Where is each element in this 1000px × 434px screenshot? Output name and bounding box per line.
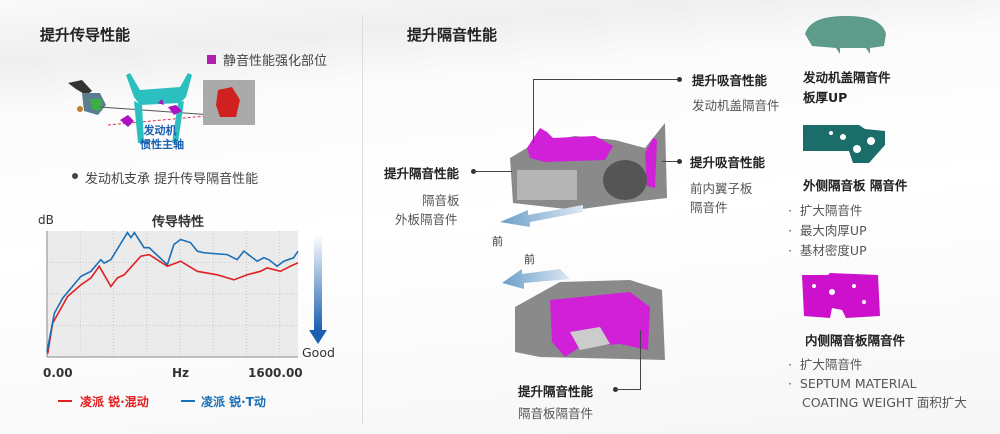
callout-line-fender [662,161,678,162]
chart-plot [46,231,327,358]
front-direction-arrow-2 [502,269,570,289]
section-title-transmission: 提升传导性能 [40,26,131,44]
legend-marker-label: 静音性能强化部位 [223,54,328,69]
callout-front-title: 提升隔音性能 [384,166,460,181]
series-line-0 [46,253,299,354]
callout-fender-sub1: 前内翼子板 [690,181,753,196]
engine-axis-label-line1: 发动机 [143,124,177,137]
chart-title: 传导特性 [152,215,205,230]
part2-bullet-3: · 基材密度UP [788,243,867,258]
part3-bullet-1: · 扩大隔音件 [788,357,863,372]
front-label-2: 前 [524,253,535,266]
callout-hood-sub: 发动机盖隔音件 [692,98,780,113]
callout-line-dash-h [616,389,640,390]
part2-bullet-3-text: 基材密度UP [799,243,867,258]
front-label-1: 前 [492,235,503,248]
callout-front-sub2: 外板隔音件 [395,212,458,227]
outer-dash-insulator-image [803,125,885,163]
good-label: Good [302,345,335,360]
callout-dash-title: 提升隔音性能 [518,384,594,399]
plot-area [47,231,298,357]
legend-line-turbo [181,400,195,402]
chart-ylabel: dB [38,213,54,227]
callout-dot-hood [677,77,682,82]
legend-label-turbo: 凌派 锐·T动 [201,395,266,409]
legend-line-hybrid [58,400,72,402]
part1-title: 发动机盖隔音件 [803,70,891,85]
good-arrow-shaft [314,235,322,330]
callout-line-hood-h [533,79,679,80]
part2-title: 外侧隔音板 隔音件 [803,178,908,193]
part2-bullet-1: · 扩大隔音件 [788,203,863,218]
callout-dash-sub: 隔音板隔音件 [518,406,594,421]
inner-dash-insulator-image [802,273,880,318]
front-body-image [510,123,667,210]
part2-bullet-1-text: 扩大隔音件 [799,203,863,218]
section-divider [362,15,363,425]
part3-title: 内侧隔音板隔音件 [805,333,906,348]
engine-axis-label-line2: 惯性主轴 [140,138,184,151]
part2-bullet-2: · 最大肉厚UP [788,223,867,238]
callout-dot-dash [613,387,618,392]
part1-sub: 板厚UP [803,90,848,105]
legend-marker-square [207,55,216,64]
series-line-1 [46,231,299,353]
part2-bullet-2-text: 最大肉厚UP [799,223,867,238]
part3-bullet-2-cont: COATING WEIGHT 面积扩大 [802,395,967,410]
callout-front-sub1: 隔音板 [422,193,460,208]
callout-line-hood-v [533,79,534,143]
callout-dot-front [471,169,476,174]
section-title-insulation: 提升隔音性能 [407,26,498,44]
callout-line-front [474,171,512,172]
legend-label-hybrid: 凌派 锐·混动 [80,395,149,409]
part3-bullet-2-text: SEPTUM MATERIAL [799,376,917,391]
part3-bullet-1-text: 扩大隔音件 [799,357,863,372]
hood-insulator-image [805,16,886,54]
engine-mount-bullet: 发动机支承 提升传导隔音性能 [85,172,259,187]
callout-line-dash-v [640,330,641,390]
x-tick-min: 0.00 [43,366,73,380]
x-tick-max: 1600.00 [248,366,303,380]
front-direction-arrow [500,205,583,227]
callout-fender-sub2: 隔音件 [690,200,728,215]
callout-dot-fender [677,159,682,164]
good-arrow-head [309,330,327,344]
engine-mount-diagram [68,73,255,143]
engine-axis-label: 发动机 惯性主轴 [140,124,184,152]
chart-xlabel: Hz [172,366,190,380]
callout-fender-title: 提升吸音性能 [690,155,766,170]
callout-hood-title: 提升吸音性能 [692,73,768,88]
dash-body-image [515,280,665,360]
part3-bullet-2: · SEPTUM MATERIAL [788,376,917,391]
bullet-dot [72,173,78,179]
